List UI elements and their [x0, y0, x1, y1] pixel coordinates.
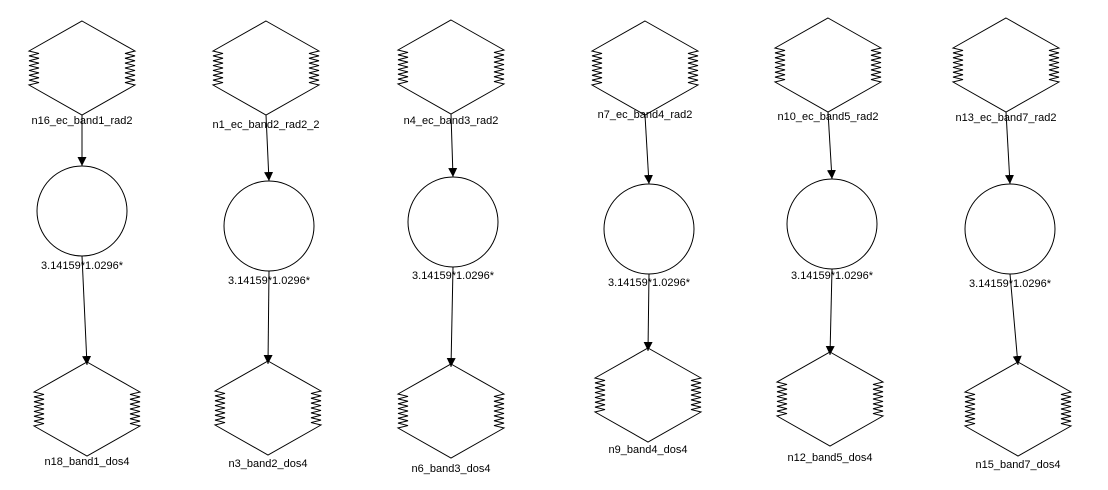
connection-arrow[interactable] — [81, 255, 92, 366]
function-circle-icon — [407, 176, 499, 268]
raster-input-icon — [590, 20, 700, 116]
connection-arrow[interactable] — [446, 266, 456, 368]
input-raster-node[interactable]: n4_ec_band3_rad2 — [396, 19, 506, 127]
raster-output-icon — [32, 361, 142, 457]
input-raster-node[interactable]: n7_ec_band4_rad2 — [590, 20, 700, 121]
output-raster-label: n6_band3_dos4 — [412, 463, 491, 475]
raster-output-icon — [396, 363, 506, 459]
function-label: 3.14159*1.0296* — [969, 278, 1052, 290]
model-chain: n16_ec_band1_rad23.14159*1.0296*n18_band… — [27, 20, 142, 468]
function-node[interactable]: 3.14159*1.0296* — [603, 183, 695, 289]
connection-arrow[interactable] — [1005, 111, 1014, 185]
connection-arrow[interactable] — [263, 270, 273, 365]
raster-output-icon — [963, 361, 1073, 457]
output-raster-label: n9_band4_dos4 — [609, 444, 688, 456]
connection-arrow[interactable] — [1009, 273, 1022, 366]
raster-input-icon — [773, 17, 883, 113]
raster-output-icon — [593, 347, 703, 443]
raster-output-icon — [775, 351, 885, 447]
input-raster-node[interactable]: n16_ec_band1_rad2 — [27, 20, 137, 127]
output-raster-node[interactable]: n9_band4_dos4 — [593, 347, 703, 456]
input-raster-node[interactable]: n13_ec_band7_rad2 — [951, 17, 1061, 124]
function-circle-icon — [223, 180, 315, 272]
output-raster-node[interactable]: n12_band5_dos4 — [775, 351, 885, 464]
output-raster-node[interactable]: n3_band2_dos4 — [213, 360, 323, 470]
output-raster-label: n12_band5_dos4 — [787, 452, 872, 464]
raster-output-icon — [213, 360, 323, 456]
connection-arrow[interactable] — [264, 114, 274, 182]
output-raster-label: n15_band7_dos4 — [975, 459, 1060, 471]
function-label: 3.14159*1.0296* — [791, 270, 874, 282]
raster-input-icon — [951, 17, 1061, 113]
connection-arrow[interactable] — [825, 268, 835, 356]
function-circle-icon — [603, 183, 695, 275]
output-raster-label: n3_band2_dos4 — [229, 458, 308, 470]
input-raster-node[interactable]: n1_ec_band2_rad2_2 — [211, 20, 321, 131]
output-raster-node[interactable]: n6_band3_dos4 — [396, 363, 506, 475]
output-raster-node[interactable]: n15_band7_dos4 — [963, 361, 1073, 471]
connection-arrow[interactable] — [448, 113, 458, 178]
model-chain: n1_ec_band2_rad2_23.14159*1.0296*n3_band… — [211, 20, 323, 470]
input-raster-node[interactable]: n10_ec_band5_rad2 — [773, 17, 883, 123]
connection-arrow[interactable] — [643, 273, 653, 352]
model-chain: n10_ec_band5_rad2 3.14159*1.0296* n12_band… — [773, 17, 885, 464]
function-node[interactable]: 3.14159*1.0296* — [964, 183, 1056, 290]
connection-arrow[interactable] — [643, 114, 653, 185]
output-raster-node[interactable]: n18_band1_dos4 — [32, 361, 142, 468]
function-circle-icon — [786, 178, 878, 270]
function-node[interactable]: 3.14159*1.0296* — [786, 178, 878, 282]
function-node[interactable]: 3.14159*1.0296* — [407, 176, 499, 282]
function-circle-icon — [964, 183, 1056, 275]
raster-input-icon — [396, 19, 506, 115]
raster-input-icon — [27, 20, 137, 116]
function-label: 3.14159*1.0296* — [412, 270, 495, 282]
model-chain: n7_ec_band4_rad2 3.14159*1.0296* n9_band4_… — [590, 20, 703, 456]
raster-input-icon — [211, 20, 321, 116]
model-chain: n4_ec_band3_rad2 3.14159*1.0296* n6_band3_… — [396, 19, 506, 475]
connection-arrow[interactable] — [826, 111, 836, 180]
output-raster-label: n18_band1_dos4 — [44, 456, 129, 468]
model-chain: n13_ec_band7_rad2 3.14159*1.0296* n15_band… — [951, 17, 1073, 471]
function-circle-icon — [36, 165, 128, 257]
